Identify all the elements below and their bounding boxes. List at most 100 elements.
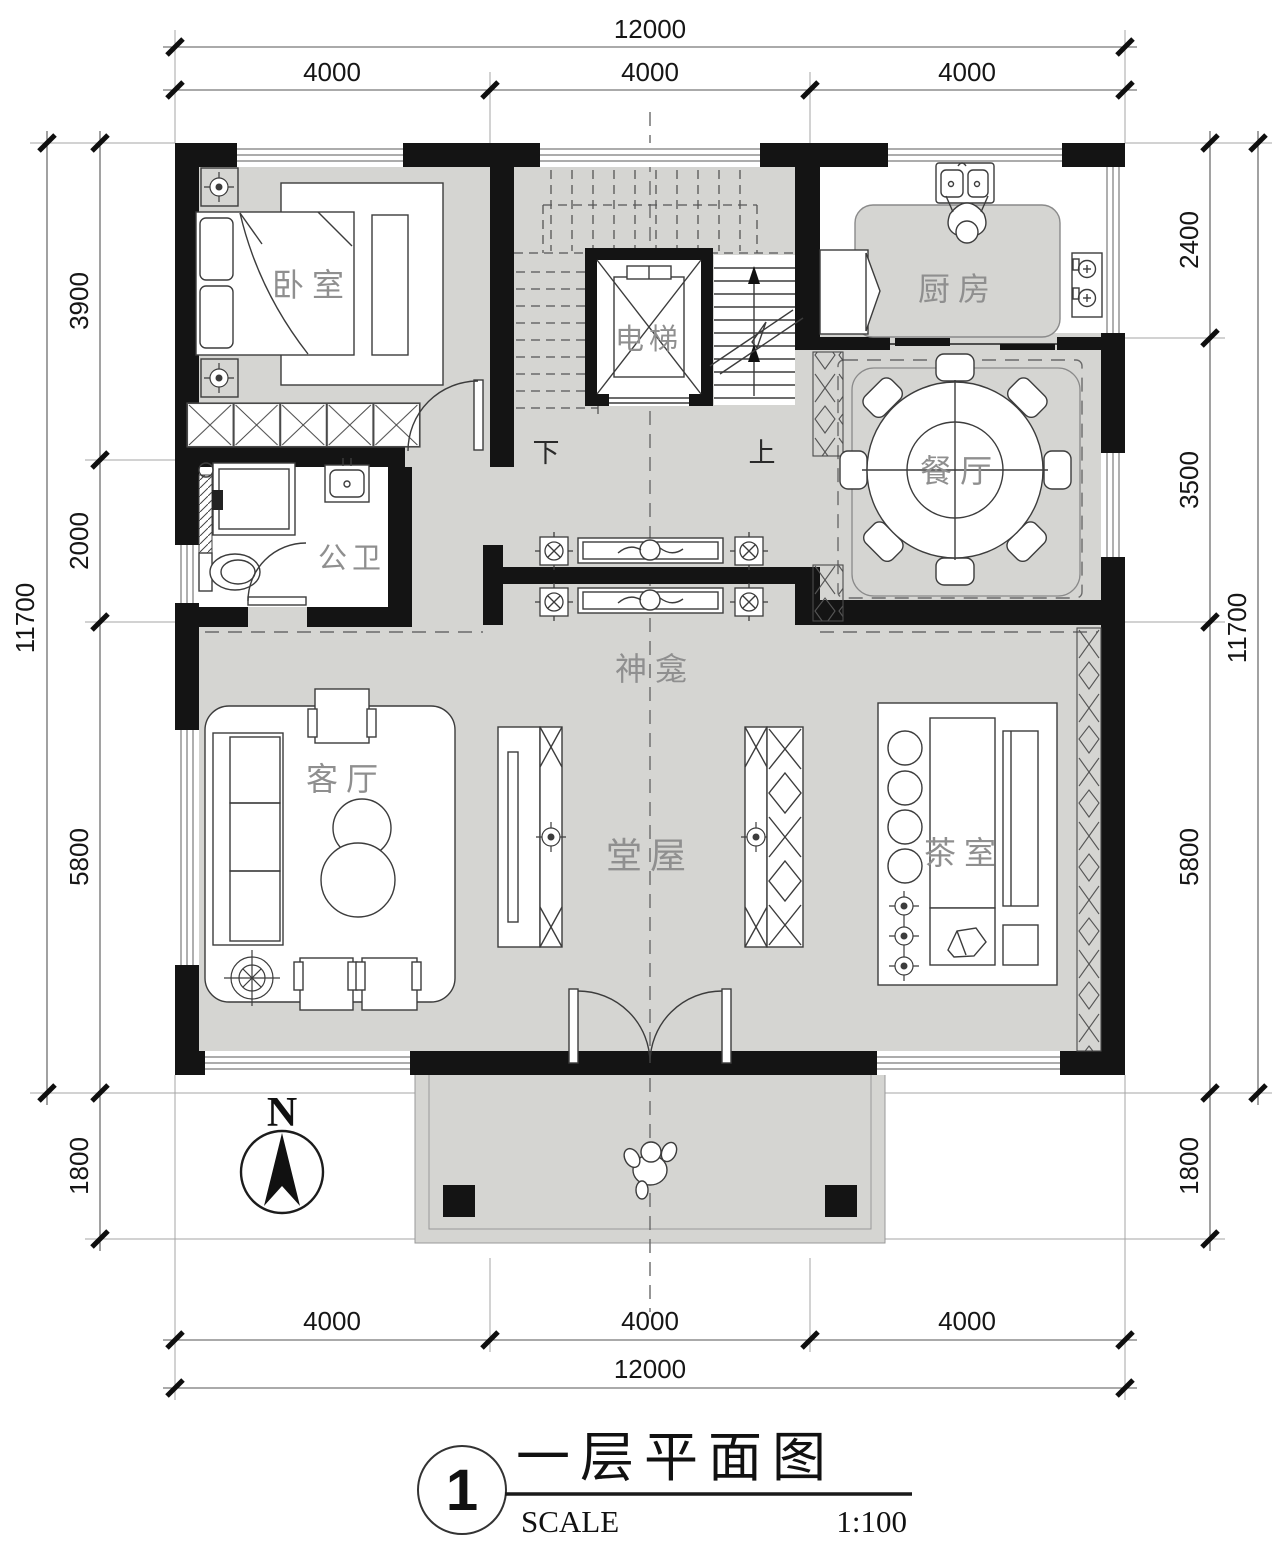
porch-column-left [443, 1185, 475, 1217]
living-label: 客厅 [306, 761, 386, 797]
shrine-column [534, 531, 574, 571]
dim-left-seg3: 5800 [64, 828, 94, 886]
dim-bottom-total: 12000 [614, 1354, 686, 1384]
dining-chairs [839, 353, 1072, 586]
toilet [198, 552, 261, 592]
porch [443, 1141, 857, 1217]
ceiling-fan-symbol [224, 950, 280, 1006]
tea-table [929, 717, 996, 909]
shower-wall-hatch [198, 474, 213, 561]
dim-bottom-seg3: 4000 [938, 1306, 996, 1336]
kitchen-stove [1071, 252, 1103, 318]
shrine-label: 神龛 [615, 651, 695, 687]
scale-label: SCALE [521, 1504, 619, 1539]
tea-deco-screen [1076, 627, 1102, 1052]
dining-deco-strip-bottom [812, 564, 844, 622]
window-south-living [205, 1051, 410, 1075]
dim-bottom-seg1: 4000 [303, 1306, 361, 1336]
kitchen-label: 厨房 [918, 271, 998, 307]
dimension-left: 11700 3900 2000 5800 1800 [10, 131, 420, 1251]
north-compass: N [239, 1090, 325, 1215]
shrine: 神龛 [534, 531, 769, 687]
dim-left-seg2: 2000 [64, 512, 94, 570]
shrine-console-south [577, 587, 724, 614]
shrine-column [729, 582, 769, 622]
north-needle [264, 1133, 300, 1206]
dim-top-seg1: 4000 [303, 57, 361, 87]
hall-cabinet-right [740, 726, 804, 948]
dim-left-seg4: 1800 [64, 1137, 94, 1195]
kitchen-sliding-door [890, 338, 1057, 350]
tea-stool [887, 848, 923, 884]
drawing-number: 1 [446, 1458, 478, 1523]
dim-top-total: 12000 [614, 14, 686, 44]
dim-right-seg4: 1800 [1174, 1137, 1204, 1195]
room-bathroom: 公卫 [198, 458, 386, 606]
nightstand-bottom-box [200, 358, 239, 398]
dim-right-seg3: 5800 [1174, 828, 1204, 886]
stair-up-label: 上 [749, 438, 776, 468]
drawing-number-circle [417, 1445, 507, 1535]
tea-stool [887, 770, 923, 806]
room-kitchen: 厨房 [819, 162, 1103, 350]
kitchen-sink [935, 162, 995, 204]
window-east-dining [1101, 453, 1125, 557]
room-hall: 堂屋 [497, 726, 804, 1064]
shrine-column [729, 531, 769, 571]
stair-arrow-up [748, 266, 760, 284]
bathroom-door [247, 542, 307, 606]
stair-down-label: 下 [533, 438, 560, 468]
wardrobe [186, 402, 421, 448]
room-living: 客厅 [204, 688, 456, 1011]
bed-bench [371, 214, 409, 356]
kitchen-person [945, 195, 989, 244]
nightstand-top-box [200, 167, 239, 207]
dimension-right: 2400 3500 5800 1800 11700 [880, 131, 1272, 1251]
armchair-top [307, 688, 377, 744]
armchair-bottom-right [355, 957, 422, 1011]
dining-label: 餐厅 [920, 453, 1000, 489]
window-north-stair [540, 143, 760, 167]
windows [175, 143, 1125, 1075]
bathroom-label: 公卫 [318, 543, 386, 575]
porch-person [623, 1141, 678, 1200]
dim-right-seg1: 2400 [1174, 211, 1204, 269]
window-west-living [175, 730, 199, 965]
bedroom-door [407, 379, 484, 452]
stair-core: 电梯 下 上 [514, 170, 804, 468]
elevator: 电梯 [585, 248, 713, 406]
dimension-top: 12000 4000 4000 4000 [163, 14, 1137, 143]
stair-flight-up [709, 255, 804, 405]
dim-top-seg3: 4000 [938, 57, 996, 87]
north-label: N [267, 1090, 297, 1136]
armchair-bottom-left [293, 957, 358, 1011]
drawing-title: 一层平面图 [516, 1428, 836, 1488]
porch-column-right [825, 1185, 857, 1217]
dining-deco-strip-top [812, 351, 844, 457]
bathroom-sink [324, 458, 370, 503]
dimension-bottom: 4000 4000 4000 12000 [163, 1075, 1137, 1400]
hall-label: 堂屋 [606, 835, 694, 876]
window-south-tea [877, 1051, 1060, 1075]
dim-right-seg2: 3500 [1174, 451, 1204, 509]
shower-head [212, 490, 223, 510]
shrine-column [534, 582, 574, 622]
room-tea: 茶室 [877, 627, 1102, 1052]
sofa [212, 732, 284, 946]
tea-stone [947, 927, 987, 958]
elevator-label: 电梯 [615, 323, 683, 356]
bedroom-label: 卧室 [272, 267, 352, 303]
dim-top-seg2: 4000 [621, 57, 679, 87]
window-north-bedroom [237, 143, 403, 167]
tea-bench [1002, 730, 1039, 907]
hall-cabinet-left [497, 726, 567, 948]
dim-left-total: 11700 [10, 583, 40, 653]
window-east-kitchen [1101, 167, 1125, 333]
tea-label: 茶室 [924, 835, 1004, 871]
title-block: 1 一层平面图 SCALE 1:100 [417, 1428, 912, 1539]
bed [195, 211, 355, 356]
room-bedroom: 卧室 [186, 167, 484, 452]
entry-double-door [568, 988, 732, 1064]
kitchen-fridge [819, 249, 881, 335]
